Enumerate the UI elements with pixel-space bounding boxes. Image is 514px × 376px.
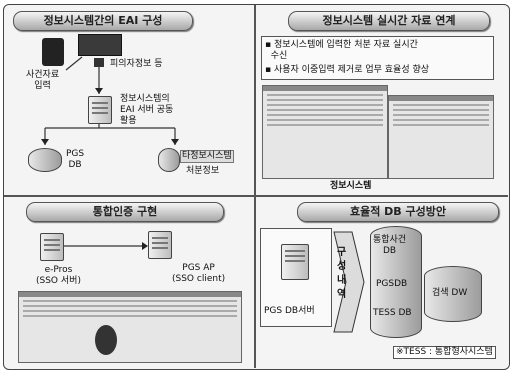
pgs-db-server-label: PGS DB서버 (264, 306, 315, 316)
search-dw-label: 검색 DW (432, 288, 468, 298)
character-icon (95, 325, 117, 355)
realtime-screen-side (388, 95, 494, 179)
sso-screenshot (18, 291, 242, 363)
user-figure-icon (42, 38, 64, 66)
envelope-icon (94, 58, 104, 67)
monitor-icon (78, 34, 122, 56)
sso-server-icon (40, 233, 64, 261)
db-section-title: 효율적 DB 구성방안 (297, 202, 499, 222)
realtime-bullet-2: ▪ 사용자 이중입력 제거로 업무 효율성 향상 (265, 65, 430, 75)
eai-server-icon (88, 96, 112, 124)
realtime-bullet-box (261, 36, 494, 80)
vertical-divider (254, 5, 256, 368)
pgsdb-label: PGSDB (376, 279, 408, 289)
db-stack-icon (370, 226, 422, 338)
tess-note: ※TESS : 통합형사시스템 (393, 346, 496, 359)
pgs-db-label: PGS DB (66, 149, 85, 170)
realtime-screen-main (262, 85, 388, 179)
db-vertical-label: 구 성 내 역 (337, 247, 347, 300)
realtime-section-title: 정보시스템 실시간 자료 연계 (288, 11, 490, 31)
pgs-db-icon (28, 148, 62, 172)
sso-server-label: e-Pros (SSO 서버) (36, 265, 81, 286)
other-system-db-icon (158, 148, 180, 172)
horizontal-divider (4, 195, 508, 197)
tess-db-label: TESS DB (373, 308, 412, 318)
realtime-bullet-1: ▪ 정보시스템에 입력한 처분 자료 실시간 수신 (265, 40, 418, 61)
eai-section-title: 정보시스템간의 EAI 구성 (13, 11, 193, 31)
manual-input-label: 사건자료 입력 (26, 70, 60, 91)
suspect-info-label: 피의자정보 등 (110, 59, 163, 69)
realtime-screen-label: 정보시스템 (330, 181, 372, 191)
pgs-ap-label: PGS AP (SSO client) (172, 263, 226, 284)
eai-server-label: 정보시스템의 EAI 서버 공동 활용 (120, 94, 174, 126)
sso-section-title: 통합인증 구현 (26, 202, 224, 222)
pgs-db-server-icon (281, 244, 309, 280)
search-dw-icon (424, 266, 482, 322)
other-system-label: 타정보시스템 (180, 150, 234, 163)
crime-info-label: 처분정보 (186, 166, 220, 176)
integrated-db-label: 통합사건 DB (373, 235, 407, 256)
pgs-ap-icon (148, 231, 172, 259)
